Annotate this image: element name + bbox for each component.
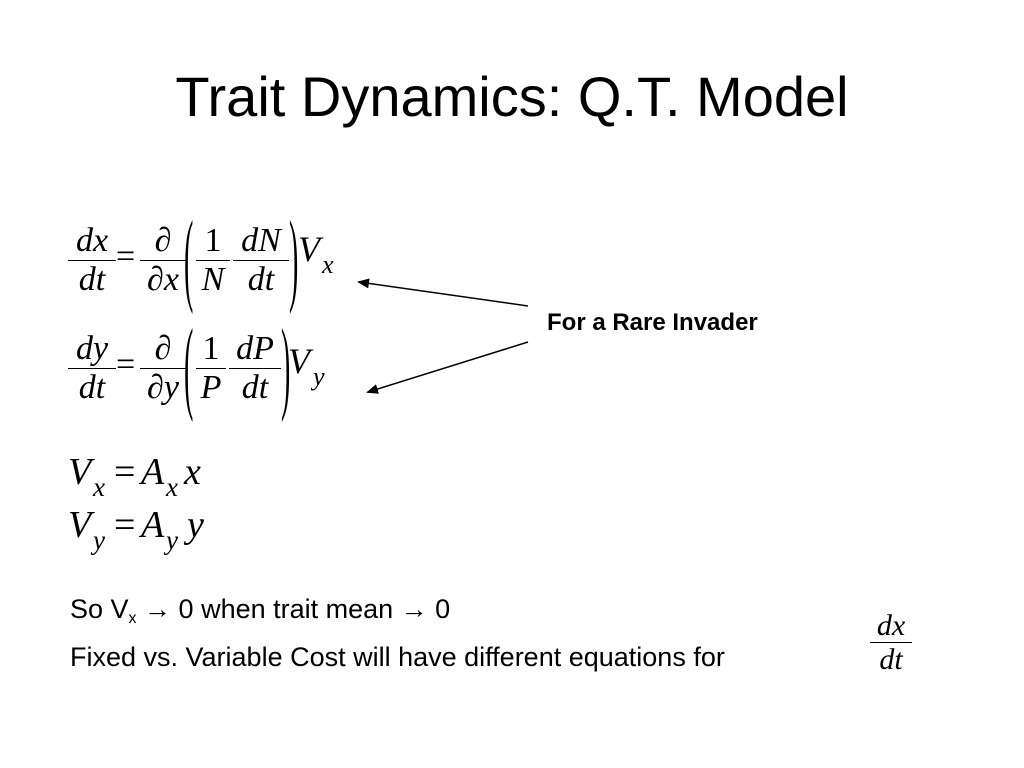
arrow-to-dy-equation [366,341,529,394]
variance-subscript: x [322,250,334,279]
fraction-partial-y: ∂ ∂y [140,330,186,407]
trait-symbol: x [184,451,201,493]
fraction-dx-dt: dx dt [68,222,116,299]
note-suffix: → 0 when trait mean → 0 [136,594,451,624]
note-subscript: x [128,610,137,627]
v-symbol: V [68,451,92,493]
numerator: ∂ [154,330,172,367]
fraction-bar [140,368,186,369]
note-variance-zero: So Vx → 0 when trait mean → 0 [70,593,450,635]
a-symbol: A [141,451,165,493]
note-prefix: So V [70,594,129,624]
v-subscript: y [93,525,105,555]
numerator: dN [241,222,281,259]
numerator: 1 [204,222,222,259]
rare-invader-label: For a Rare Invader [547,309,758,336]
fraction-bar [68,368,116,369]
denominator: ∂x [147,261,179,298]
fraction-bar [196,368,226,369]
denominator: dt [879,643,903,676]
fraction-bar [870,642,912,643]
fraction-bar [196,260,230,261]
denominator: dt [247,261,275,298]
fraction-bar [229,368,281,369]
denominator: dt [78,369,106,406]
denominator: N [201,261,225,298]
fraction-bar [68,260,116,261]
denominator: dt [241,369,269,406]
fraction-dP-dt: dP dt [229,330,281,407]
fraction-dy-dt: dy dt [68,330,116,407]
equals-sign: = [114,504,136,546]
equals-sign: = [114,451,136,493]
denominator: ∂y [147,369,179,406]
right-paren: ) [289,198,299,316]
v-subscript: x [93,472,105,502]
numerator: dx [876,609,906,642]
left-paren: ( [184,306,194,424]
trait-symbol: y [187,504,204,546]
left-paren: ( [184,198,194,316]
fraction-dN-dt: dN dt [233,222,289,299]
a-subscript: x [166,472,178,502]
numerator: dy [75,330,109,367]
a-symbol: A [141,504,165,546]
fraction-partial-x: ∂ ∂x [140,222,186,299]
arrow-to-dx-equation [357,278,529,307]
fraction-dx-dt-small: dx dt [870,609,912,676]
fraction-bar [233,260,289,261]
denominator: dt [78,261,106,298]
fraction-1-P: 1 P [196,330,226,407]
fraction-1-N: 1 N [196,222,230,299]
variance-symbol: V [288,341,310,381]
numerator: dP [236,330,274,367]
equals-sign: = [116,346,136,383]
v-symbol: V [68,504,92,546]
fraction-bar [140,260,186,261]
equals-sign: = [116,238,136,275]
slide-title: Trait Dynamics: Q.T. Model [175,65,849,128]
denominator: P [200,369,222,406]
right-paren: ) [281,306,291,424]
numerator: dx [75,222,109,259]
variance-subscript: y [313,362,325,391]
a-subscript: y [166,525,178,555]
numerator: 1 [202,330,220,367]
variance-symbol: V [298,229,320,269]
numerator: ∂ [154,222,172,259]
note-cost-equations: Fixed vs. Variable Cost will have differ… [70,642,725,672]
